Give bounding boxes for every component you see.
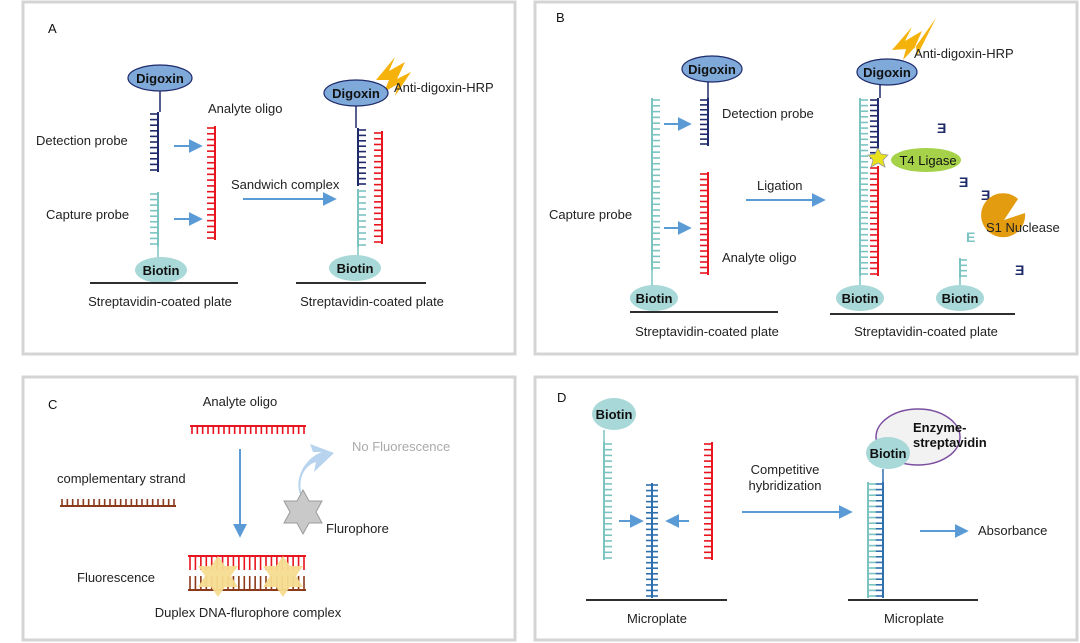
capture-probe-strand xyxy=(651,98,660,270)
biotin-node xyxy=(135,257,187,283)
absorbance-label: Absorbance xyxy=(978,523,1047,538)
panel-d: D Biotin Microplate Competitive hybridiz… xyxy=(557,390,1047,626)
anti-digoxin-hrp-label: Anti-digoxin-HRP xyxy=(394,80,494,95)
biotin-node xyxy=(630,285,678,311)
digoxin-label: Digoxin xyxy=(688,62,736,77)
capture-probe-strand xyxy=(867,482,876,598)
detection-probe-strand xyxy=(150,112,159,172)
plate-label: Streptavidin-coated plate xyxy=(300,294,444,309)
capture-probe-label: Capture probe xyxy=(46,207,129,222)
digoxin-node xyxy=(856,58,918,86)
flurophore-label: Flurophore xyxy=(326,521,389,536)
biotin-node xyxy=(592,398,636,430)
capture-probe-strand xyxy=(603,442,612,560)
plate-label: Streptavidin-coated plate xyxy=(635,324,779,339)
enzyme-label-line2: streptavidin xyxy=(913,435,987,450)
digoxin-label: Digoxin xyxy=(332,86,380,101)
panel-a-letter: A xyxy=(48,21,57,36)
duplex-complex-label: Duplex DNA-flurophore complex xyxy=(155,605,342,620)
fragment-icon: Ǝ xyxy=(1015,262,1024,278)
analyte-oligo-strand xyxy=(190,425,306,434)
fluorescence-label: Fluorescence xyxy=(77,570,155,585)
lightning-icon xyxy=(376,57,411,96)
analyte-oligo-strand xyxy=(700,172,709,275)
digoxin-node xyxy=(681,55,743,83)
panel-c-frame xyxy=(21,375,517,642)
plate-label: Streptavidin-coated plate xyxy=(88,294,232,309)
no-fluorescence-label: No Fluorescence xyxy=(352,439,450,454)
capture-probe-strand xyxy=(357,189,366,247)
fragment-icon: Ǝ xyxy=(937,120,946,136)
analyte-oligo-label: Analyte oligo xyxy=(208,101,282,116)
anti-digoxin-hrp-label: Anti-digoxin-HRP xyxy=(914,46,1014,61)
detection-probe-label: Detection probe xyxy=(36,133,128,148)
biotin-node xyxy=(836,285,884,311)
panel-b-letter: B xyxy=(556,10,565,25)
panel-d-frame xyxy=(533,375,1079,642)
s1-nuclease-shape xyxy=(981,193,1026,238)
panel-a: A Digoxin Detection probe Analyte oligo … xyxy=(36,21,494,309)
microplate-label: Microplate xyxy=(627,611,687,626)
analyte-oligo-strand xyxy=(704,442,713,560)
biotin-label: Biotin xyxy=(596,407,633,422)
biotin-node xyxy=(936,285,984,311)
analyte-oligo-strand xyxy=(374,131,383,244)
biotin-node xyxy=(866,437,910,469)
t4-ligase-label: T4 Ligase xyxy=(899,153,956,168)
complementary-strand-label: complementary strand xyxy=(57,471,186,486)
capture-probe-label: Capture probe xyxy=(549,207,632,222)
competitive-label: Competitive xyxy=(751,462,820,477)
competitor-strand xyxy=(646,483,658,598)
fragment-icon: Ǝ xyxy=(981,187,990,203)
flurophore-star-icon xyxy=(283,488,323,536)
fragment-icon: Ǝ xyxy=(959,174,968,190)
panel-c-letter: C xyxy=(48,397,57,412)
star-icon xyxy=(867,147,889,168)
enzyme-label-line1: Enzyme- xyxy=(913,420,966,435)
panel-c: C Analyte oligo No Fluorescence compleme… xyxy=(48,394,450,620)
lightning-icon xyxy=(892,18,936,60)
biotin-label: Biotin xyxy=(842,291,879,306)
capture-probe-strand xyxy=(150,192,159,246)
analyte-oligo-strand xyxy=(207,126,216,240)
detection-probe-strand xyxy=(700,98,709,146)
panel-b: B Digoxin Detection probe Capture probe … xyxy=(549,10,1060,339)
analyte-oligo-label: Analyte oligo xyxy=(722,250,796,265)
complementary-strand xyxy=(60,499,176,507)
fragment-icon: E xyxy=(966,229,975,245)
detection-probe-strand xyxy=(357,128,366,186)
curved-arrow-icon xyxy=(298,444,334,500)
plate-label: Streptavidin-coated plate xyxy=(854,324,998,339)
biotin-label: Biotin xyxy=(337,261,374,276)
biotin-label: Biotin xyxy=(870,446,907,461)
analyte-oligo-strand xyxy=(870,166,879,276)
biotin-label: Biotin xyxy=(143,263,180,278)
panel-d-letter: D xyxy=(557,390,566,405)
ligation-label: Ligation xyxy=(757,178,803,193)
biotin-label: Biotin xyxy=(636,291,673,306)
microplate-label: Microplate xyxy=(884,611,944,626)
fluorescence-star-icon xyxy=(198,556,238,597)
s1-nuclease-label: S1 Nuclease xyxy=(986,220,1060,235)
detection-probe-label: Detection probe xyxy=(722,106,814,121)
hybridization-label: hybridization xyxy=(749,478,822,493)
fluorescence-star-icon xyxy=(263,556,303,597)
sandwich-complex-label: Sandwich complex xyxy=(231,177,340,192)
biotin-label: Biotin xyxy=(942,291,979,306)
biotin-node xyxy=(329,255,381,281)
analyte-oligo-label: Analyte oligo xyxy=(203,394,277,409)
capture-probe-strand xyxy=(959,258,967,278)
detection-probe-strand xyxy=(870,98,879,160)
capture-probe-strand xyxy=(859,98,868,276)
competitor-strand xyxy=(875,482,884,598)
digoxin-label: Digoxin xyxy=(863,65,911,80)
digoxin-label: Digoxin xyxy=(136,71,184,86)
t4-ligase-shape xyxy=(891,148,961,172)
panel-b-frame xyxy=(533,0,1079,356)
panel-a-frame xyxy=(21,0,517,356)
